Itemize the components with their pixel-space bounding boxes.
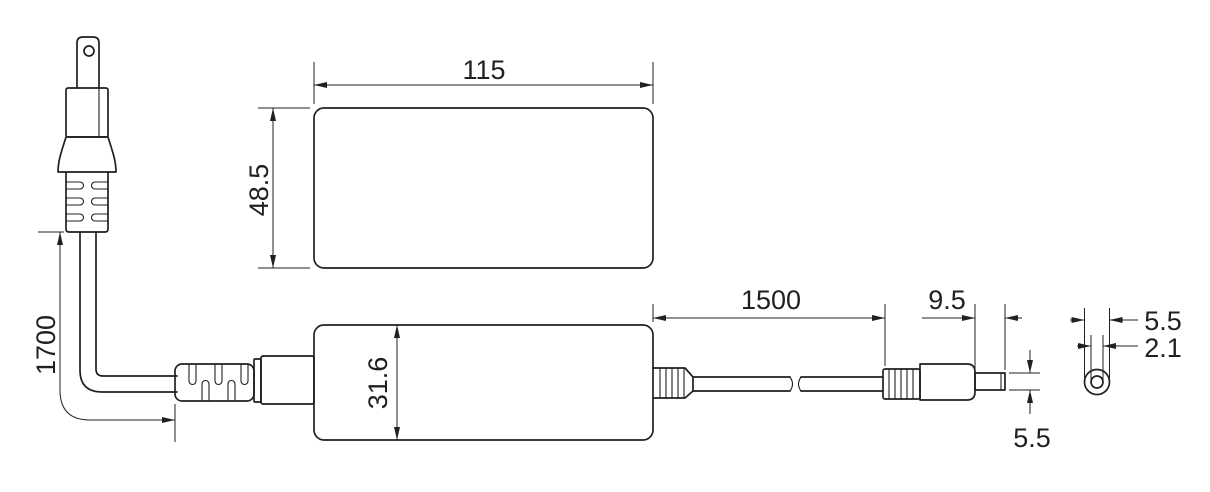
ac-cord-length-label: 1700 [31,315,61,375]
dimension-ac-cord-length: 1700 [31,231,176,442]
adapter-body-top-view [313,107,654,269]
ac-plug [57,36,117,233]
dc-plug-inner-diameter-label: 2.1 [1144,333,1182,363]
body-length-label: 115 [462,55,505,85]
adapter-body-side-view [313,324,654,441]
dc-plug-body [919,363,976,401]
ac-plug-flare [57,136,117,173]
ac-plug-prong-hole [83,45,95,57]
dc-body-strain-relief [652,367,694,399]
dc-plug-diameter-label: 5.5 [1013,423,1051,453]
dimension-body-height: 31.6 [363,325,400,440]
body-height-label: 31.6 [363,357,393,410]
dimension-dc-plug-inner-diameter: 2.1 [1077,333,1182,380]
ac-cord [79,231,178,393]
ac-plug-grip-slots [65,181,109,222]
dc-plug-length-label: 9.5 [928,285,966,315]
dc-cord [692,376,884,392]
dimension-dc-plug-outer-diameter: 5.5 [1070,306,1182,378]
dc-plug-outer-diameter-label: 5.5 [1144,306,1182,336]
dimension-dc-plug-diameter: 5.5 [1009,350,1051,453]
body-width-label: 48.5 [244,164,274,217]
ac-strain-relief [174,355,315,405]
dc-plug-end-view [1083,368,1111,396]
dc-cord-length-label: 1500 [741,285,801,315]
ac-plug-grip [65,171,109,233]
dimension-body-width: 48.5 [244,107,310,269]
dimension-body-length: 115 [313,55,654,104]
ac-plug-head [65,87,109,138]
dc-plug [882,363,1006,401]
ac-plug-prong [76,36,100,89]
dimension-dc-cord-length: 1500 [652,285,886,366]
dimension-dc-plug-length: 9.5 [922,285,1022,370]
dc-plug-barrel [974,372,1006,391]
